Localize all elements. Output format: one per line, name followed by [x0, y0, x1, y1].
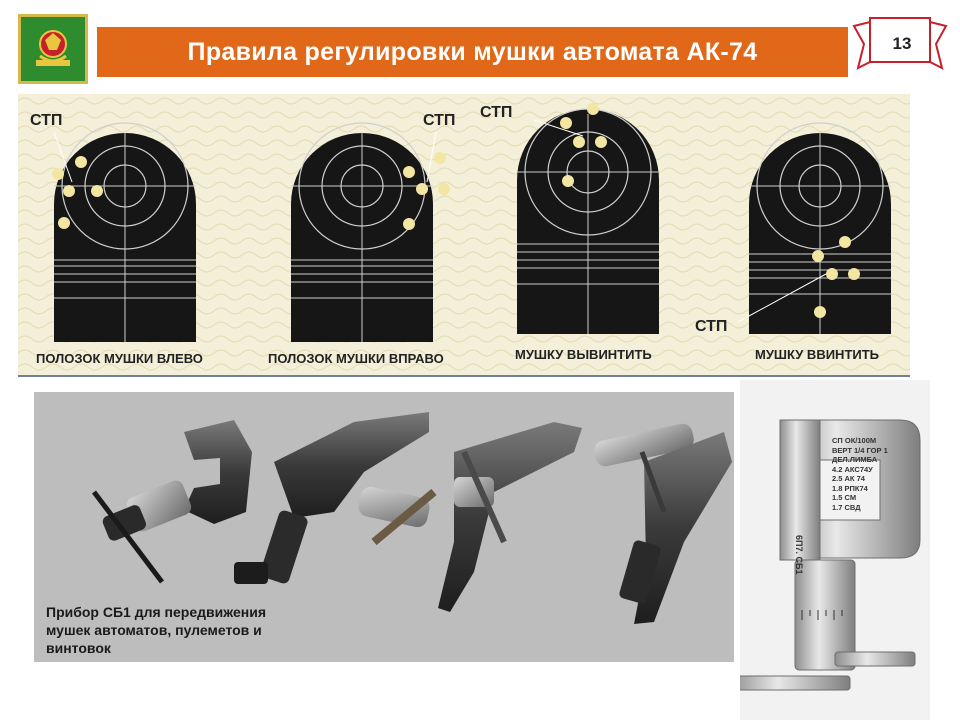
tool-3 [438, 422, 582, 612]
caption-target-3: МУШКУ ВЫВИНТИТЬ [515, 347, 652, 362]
photo-caption: Прибор СБ1 для передвижения мушек автома… [46, 603, 346, 657]
caption-target-2: ПОЛОЗОК МУШКИ ВПРАВО [268, 351, 444, 366]
stp-label-1: СТП [30, 112, 63, 129]
gauge-engraving: СП ОК/100М ВЕРТ 1/4 ГОР 1 ДЕЛ.ЛИМБА 4.2 … [832, 436, 888, 512]
gauge-model: 6П7. СБ1 [794, 535, 804, 575]
photo-caption-line-1: Прибор СБ1 для передвижения [46, 604, 266, 620]
emblem-logo [18, 14, 88, 84]
caption-target-4: МУШКУ ВВИНТИТЬ [755, 347, 880, 362]
stp-label-3: СТП [480, 104, 513, 121]
page-number: 13 [892, 34, 912, 53]
target-2 [291, 122, 433, 342]
gauge-line-6: 1.8 РПК74 [832, 483, 868, 493]
tool-2 [234, 412, 437, 584]
hit-marks [52, 103, 860, 318]
gauge-line-7: 1.5 СМ [832, 493, 857, 502]
stp-label-4: СТП [695, 318, 728, 335]
title-bar: Правила регулировки мушки автомата АК-74 [97, 27, 848, 77]
sb1-device-photo [34, 392, 734, 662]
target-3 [517, 108, 659, 334]
targets-illustration [18, 94, 910, 377]
photo-caption-line-2: мушек автоматов, пулеметов и [46, 622, 262, 638]
gauge-photo: СП ОК/100М ВЕРТ 1/4 ГОР 1 ДЕЛ.ЛИМБА 4.2 … [740, 380, 930, 720]
page-number-badge [852, 17, 948, 70]
stp-leaders [53, 119, 827, 323]
gauge-line-3: ДЕЛ.ЛИМБА [832, 455, 878, 464]
gauge-line-4: 4.2 АКС74У [832, 464, 873, 474]
target-4 [749, 122, 891, 334]
gauge-line-5: 2.5 АК 74 [832, 474, 865, 483]
photo-caption-line-3: винтовок [46, 640, 111, 656]
stp-label-2: СТП [423, 112, 456, 129]
page-title: Правила регулировки мушки автомата АК-74 [187, 37, 758, 66]
tool-1 [92, 420, 252, 584]
gauge-line-2: ВЕРТ 1/4 ГОР 1 [832, 445, 888, 455]
gauge-line-8: 1.7 СВД [832, 502, 861, 512]
target-1 [54, 122, 196, 342]
caption-target-1: ПОЛОЗОК МУШКИ ВЛЕВО [36, 351, 203, 366]
targets-panel: СТП СТП СТП СТП ПОЛОЗОК МУШКИ ВЛЕВО ПОЛО… [18, 94, 910, 377]
gauge-line-1: СП ОК/100М [832, 436, 877, 445]
tool-4 [594, 423, 732, 624]
